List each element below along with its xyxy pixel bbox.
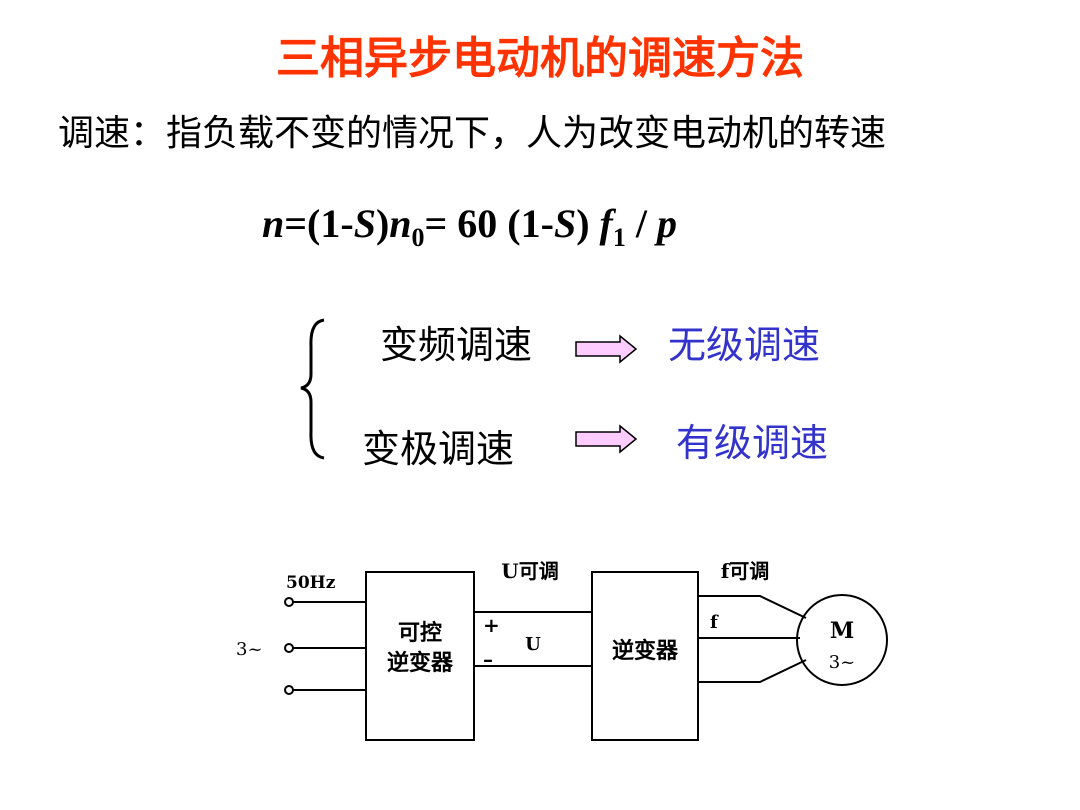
formula-sub-1: 1 (612, 223, 626, 252)
formula-n0: n (389, 201, 412, 246)
speed-formula: n=(1-S)n0= 60 (1-S) f1 / p (262, 200, 677, 253)
block1-line1: 可控 (398, 620, 442, 646)
supply-phase-label: 3~ (236, 639, 263, 660)
terminal (284, 643, 294, 653)
formula-part: =(1- (284, 201, 354, 246)
page-title: 三相异步电动机的调速方法 (276, 33, 804, 84)
terminal (284, 597, 294, 607)
f-adjustable-label: f可调 (721, 559, 770, 583)
motor-circle (796, 594, 888, 686)
arrow-icon (575, 334, 638, 364)
terminal (284, 685, 294, 695)
result-stepless: 无级调速 (668, 323, 821, 367)
arrow-icon (575, 424, 638, 454)
minus-sign: – (483, 647, 493, 671)
u-adjustable-label: U可调 (501, 559, 558, 583)
formula-n: n (262, 201, 285, 246)
definition-text: 调速：指负载不变的情况下，人为改变电动机的转速 (58, 113, 887, 154)
output-f-label: f (710, 612, 719, 633)
method-frequency: 变频调速 (380, 323, 533, 367)
inverter-block (591, 571, 699, 741)
block2-label: 逆变器 (612, 638, 679, 664)
motor-label: M (830, 618, 854, 644)
formula-f: f (599, 201, 613, 246)
formula-s: S (353, 201, 376, 246)
result-stepped: 有级调速 (676, 421, 829, 465)
formula-part: / (625, 201, 657, 246)
formula-part: = 60 (1- (424, 201, 554, 246)
dc-voltage-label: U (525, 634, 541, 655)
formula-part: ) (375, 201, 390, 246)
method-pole: 变极调速 (362, 427, 515, 471)
curly-brace (300, 318, 325, 460)
formula-sub-0: 0 (411, 223, 425, 252)
block-diagram: 50Hz 3~ 可控 逆变器 U可调 + – U 逆变器 f可调 f M 3~ (236, 559, 888, 741)
formula-s: S (553, 201, 577, 246)
motor-phase-label: 3~ (829, 652, 856, 673)
formula-p: p (656, 201, 677, 246)
formula-part: ) (576, 201, 590, 246)
block1-line2: 逆变器 (387, 650, 454, 676)
controlled-converter-block (365, 571, 475, 741)
plus-sign: + (483, 613, 500, 637)
supply-freq-label: 50Hz (286, 573, 336, 593)
